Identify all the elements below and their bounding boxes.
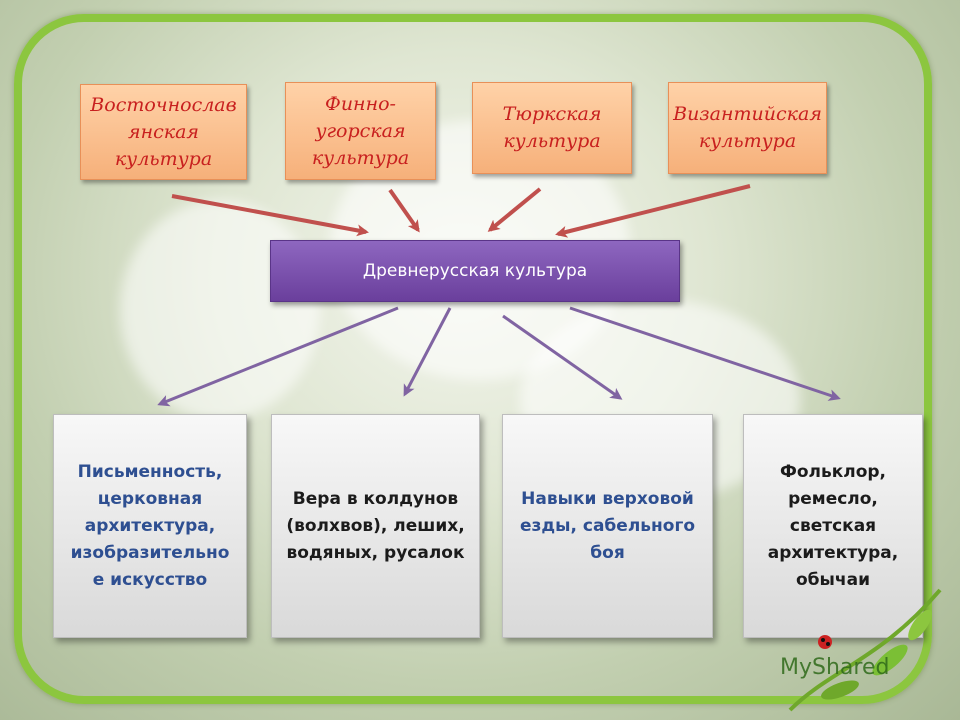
arrow-to-belief — [403, 307, 452, 397]
arrow-to-writing — [157, 306, 399, 407]
result-belief: Вера в колдунов (волхвов), леших, водяны… — [271, 414, 480, 638]
watermark-text: MyShared — [780, 655, 890, 680]
decorative-sprig — [788, 588, 942, 712]
result-riding: Навыки верховой езды, сабельного боя — [502, 414, 713, 638]
source-label: Тюркская культура — [502, 103, 602, 152]
source-east-slavic-culture: Восточнослав янская культура — [80, 84, 247, 180]
source-byzantine-culture: Византийская культура — [668, 82, 827, 174]
arrow-to-folklore — [569, 306, 841, 401]
watermark-logo: MyShared — [780, 655, 889, 680]
arrow-turkic — [487, 187, 542, 232]
result-label: Письменность, церковная архитектура, изо… — [70, 461, 230, 590]
rounded-frame — [14, 14, 932, 704]
center-old-russian-culture: Древнерусская культура — [270, 240, 680, 302]
arrow-byzantine — [555, 184, 751, 238]
source-finno-ugric-culture: Финно- угорская культура — [285, 82, 436, 180]
source-label: Византийская культура — [673, 103, 822, 152]
source-label: Восточнослав янская культура — [90, 93, 237, 170]
result-label: Вера в колдунов (волхвов), леших, водяны… — [286, 488, 465, 563]
source-label: Финно- угорская культура — [311, 92, 410, 169]
result-label: Навыки верховой езды, сабельного боя — [519, 488, 696, 563]
arrow-to-riding — [502, 314, 623, 400]
source-turkic-culture: Тюркская культура — [472, 82, 632, 174]
result-label: Фольклор, ремесло, светская архитектура,… — [767, 461, 899, 590]
result-folklore: Фольклор, ремесло, светская архитектура,… — [743, 414, 923, 638]
center-label: Древнерусская культура — [362, 261, 588, 281]
background-flower — [120, 200, 320, 420]
result-writing: Письменность, церковная архитектура, изо… — [53, 414, 247, 638]
arrow-finno-ugric — [388, 188, 420, 233]
arrow-east-slavic — [171, 194, 369, 237]
